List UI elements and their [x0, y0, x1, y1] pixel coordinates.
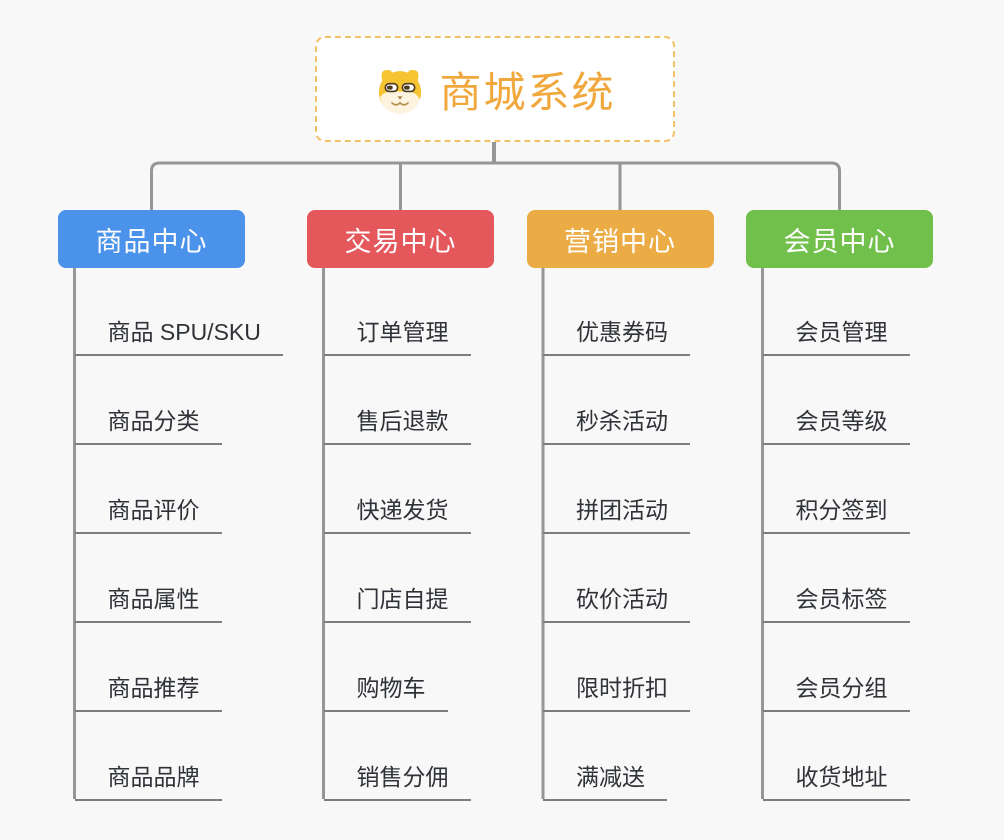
leaf-node[interactable]: 商品属性	[74, 574, 222, 623]
leaf-label: 商品品牌	[107, 764, 200, 790]
branch-node-1[interactable]: 商品中心	[58, 210, 245, 268]
leaf-label: 收货地址	[795, 764, 888, 790]
leaf-label: 拼团活动	[576, 497, 668, 523]
leaf-node[interactable]: 会员分组	[762, 663, 910, 712]
leaf-node[interactable]: 满减送	[543, 752, 667, 801]
leaf-node[interactable]: 收货地址	[762, 752, 910, 801]
leaf-node[interactable]: 门店自提	[323, 574, 471, 623]
leaf-label: 订单管理	[356, 319, 449, 345]
leaf-label: 商品分类	[107, 408, 200, 434]
branch-label: 会员中心	[783, 226, 896, 257]
leaf-label: 满减送	[576, 764, 645, 790]
leaf-label: 会员标签	[795, 586, 888, 612]
leaf-node[interactable]: 商品分类	[74, 396, 222, 445]
leaf-node[interactable]: 商品 SPU/SKU	[74, 307, 283, 356]
root-label: 商城系统	[439, 68, 616, 116]
leaf-label: 限时折扣	[576, 675, 668, 701]
leaf-label: 砍价活动	[576, 586, 668, 612]
leaf-label: 购物车	[356, 675, 426, 701]
leaf-node[interactable]: 砍价活动	[543, 574, 690, 623]
leaf-node[interactable]: 限时折扣	[543, 663, 690, 712]
leaf-label: 会员分组	[795, 675, 888, 701]
leaf-node[interactable]: 积分签到	[762, 485, 910, 534]
leaf-node[interactable]: 秒杀活动	[543, 396, 690, 445]
leaf-label: 会员管理	[795, 319, 888, 345]
leaf-label: 快递发货	[356, 497, 449, 523]
leaf-label: 售后退款	[356, 408, 449, 434]
leaf-node[interactable]: 快递发货	[323, 485, 471, 534]
leaf-label: 商品评价	[107, 497, 200, 523]
leaf-node[interactable]: 商品推荐	[74, 663, 222, 712]
leaf-label: 优惠券码	[576, 319, 668, 345]
leaf-node[interactable]: 商品评价	[74, 485, 222, 534]
branch-label: 营销中心	[564, 226, 676, 257]
leaf-label: 门店自提	[356, 586, 449, 612]
leaf-node[interactable]: 拼团活动	[543, 485, 690, 534]
leaf-node[interactable]: 会员管理	[762, 307, 910, 356]
branch-node-2[interactable]: 交易中心	[307, 210, 494, 268]
leaf-label: 商品属性	[107, 586, 200, 612]
root-node[interactable]: 商城系统	[315, 36, 675, 142]
branch-label: 交易中心	[344, 226, 457, 257]
leaf-label: 积分签到	[795, 497, 888, 523]
leaf-node[interactable]: 购物车	[323, 663, 448, 712]
leaf-node[interactable]: 会员等级	[762, 396, 910, 445]
dog-face-icon	[379, 69, 422, 114]
branch-label: 商品中心	[95, 226, 208, 257]
leaf-label: 商品推荐	[107, 675, 200, 701]
leaf-node[interactable]: 优惠券码	[543, 307, 690, 356]
leaf-node[interactable]: 销售分佣	[323, 752, 471, 801]
leaf-node[interactable]: 售后退款	[323, 396, 471, 445]
leaf-label: 销售分佣	[356, 764, 449, 790]
leaf-label: 商品 SPU/SKU	[107, 319, 261, 345]
leaf-node[interactable]: 商品品牌	[74, 752, 222, 801]
branch-node-3[interactable]: 营销中心	[526, 210, 714, 268]
leaf-label: 秒杀活动	[576, 408, 668, 434]
leaf-node[interactable]: 会员标签	[762, 574, 910, 623]
branch-node-4[interactable]: 会员中心	[746, 210, 933, 268]
leaf-node[interactable]: 订单管理	[323, 307, 471, 356]
leaf-label: 会员等级	[795, 408, 888, 434]
